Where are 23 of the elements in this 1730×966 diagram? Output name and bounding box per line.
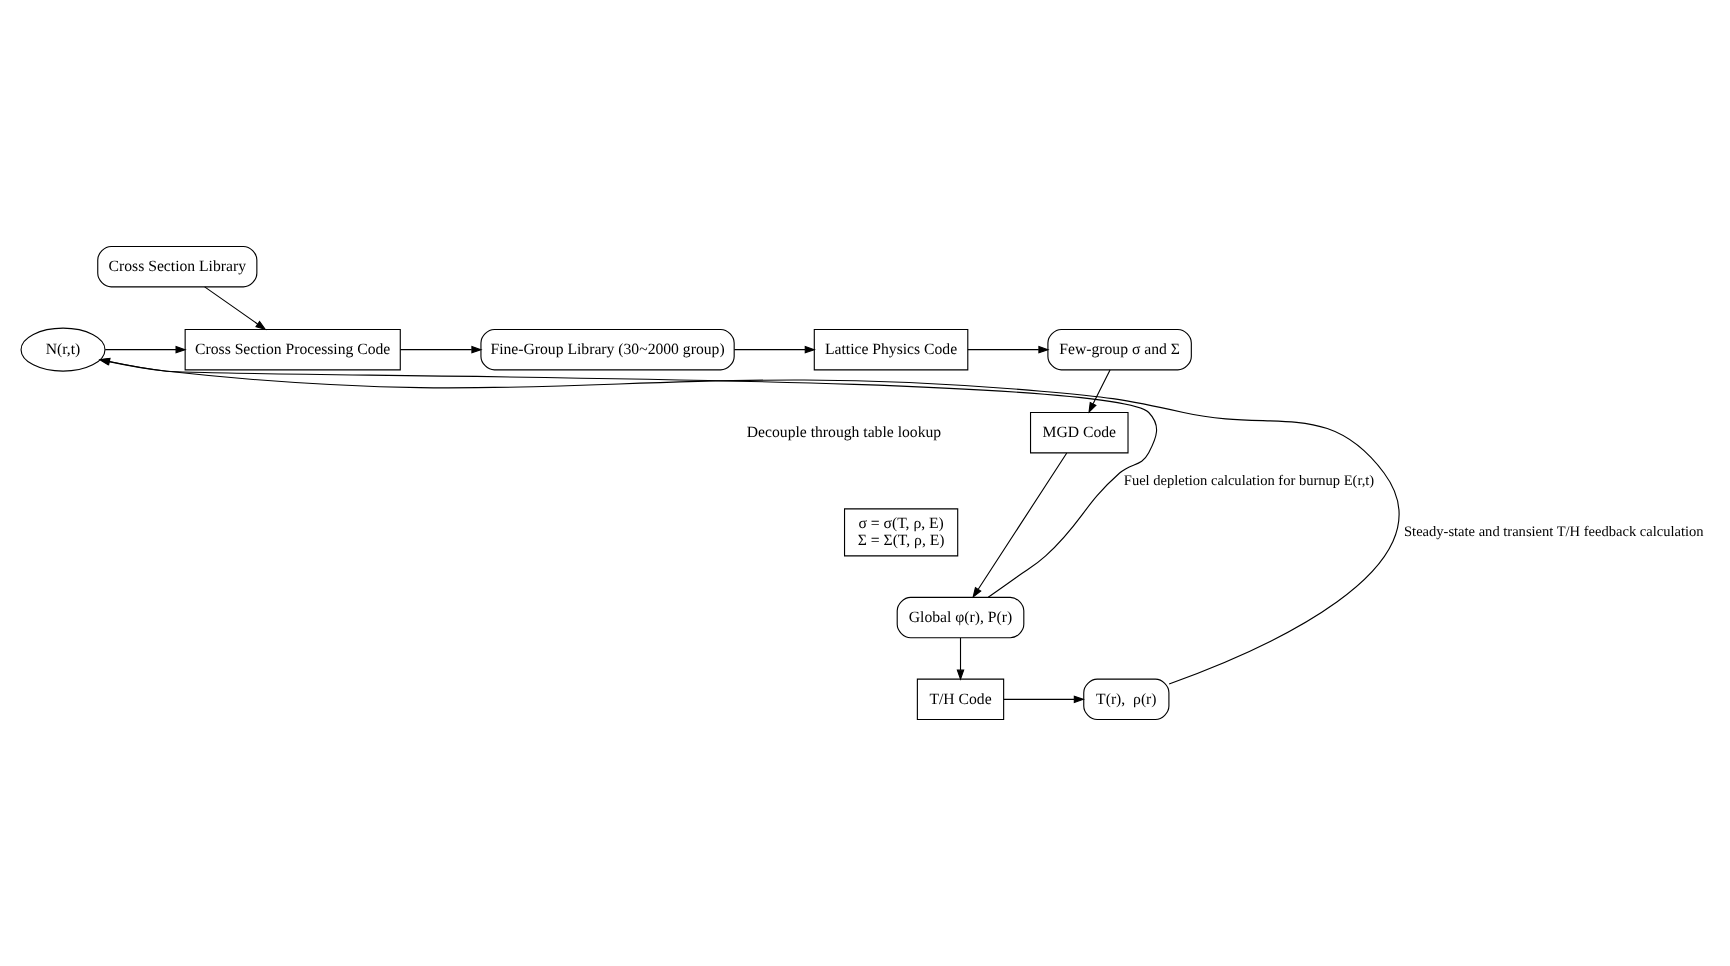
arrow — [956, 637, 965, 681]
node-box: Few-group σ and Σ — [1047, 328, 1192, 371]
node-box: σ = σ(T, ρ, E) Σ = Σ(T, ρ, E) — [844, 508, 959, 557]
node-box: T(r), ρ(r) — [1083, 678, 1170, 721]
arrow — [104, 345, 187, 354]
arrow — [972, 452, 1068, 599]
arrow — [204, 286, 267, 331]
node-box: Cross Section Processing Code — [184, 328, 401, 371]
arrow — [733, 345, 816, 354]
node-ellipse: N(r,t) — [20, 327, 106, 372]
arrow — [967, 345, 1050, 354]
arrow — [98, 357, 1158, 598]
node-box: Fine-Group Library (30~2000 group) — [480, 328, 735, 371]
arrow — [1088, 369, 1111, 414]
label: Decouple through table lookup — [746, 422, 942, 441]
arrow — [98, 357, 1400, 685]
node-box: MGD Code — [1030, 411, 1129, 454]
node-box: T/H Code — [916, 678, 1005, 721]
arrow — [1003, 695, 1085, 704]
node-box: Lattice Physics Code — [813, 328, 969, 371]
arrow — [399, 345, 483, 354]
node-box: Global φ(r), P(r) — [896, 596, 1025, 639]
node-box: Cross Section Library — [97, 245, 258, 288]
